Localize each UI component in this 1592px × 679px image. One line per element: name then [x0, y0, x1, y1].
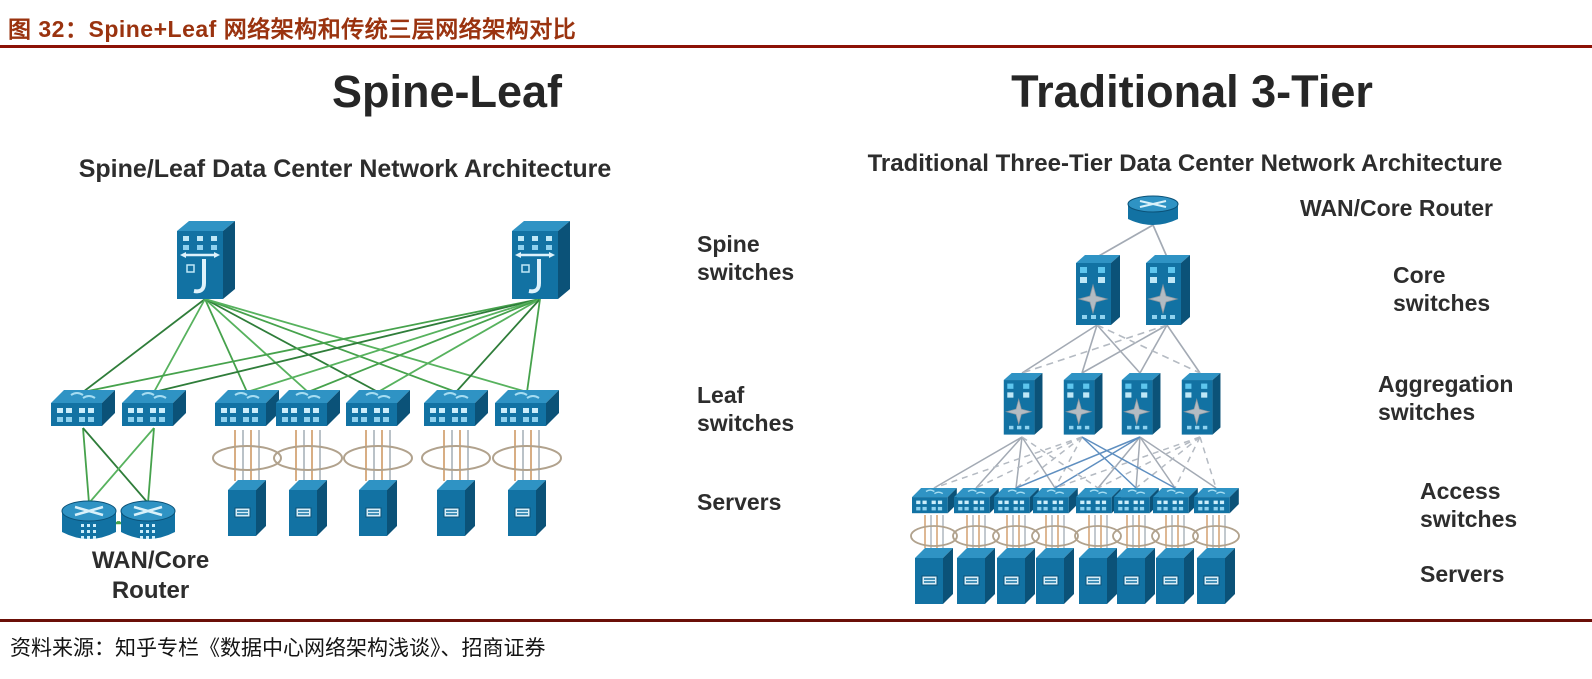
leaf-switch-icon: [423, 389, 489, 427]
right-panel-title: Traditional 3-Tier: [1011, 66, 1373, 117]
wan-core-links: [1096, 224, 1168, 258]
spine-leaf-links: [82, 298, 541, 393]
server-icon: [507, 479, 547, 537]
link-bundle-ellipse: [212, 445, 282, 471]
leaf-switch-icon: [494, 389, 560, 427]
server-icon: [436, 479, 476, 537]
spine-switch-icon: [510, 219, 572, 301]
aggregation-switch-icon: [1181, 372, 1221, 436]
left-label-wan-core-router: WAN/Core Router: [91, 547, 210, 604]
leaf-switch-icon: [275, 389, 341, 427]
wan-core-router-icon: [119, 499, 177, 541]
title-underline: [0, 45, 1592, 48]
access-switch-icon: [911, 487, 958, 514]
access-switch-icon: [1152, 487, 1199, 514]
right-label-aggregation-switches: Aggregation switches: [1378, 371, 1514, 426]
link-bundle-ellipse: [1074, 525, 1122, 547]
server-icon: [996, 547, 1036, 605]
aggregation-switch-icon: [1121, 372, 1161, 436]
server-icon: [1078, 547, 1118, 605]
access-switch-icon: [993, 487, 1040, 514]
right-label-core-switches: Core switches: [1393, 262, 1491, 317]
link-bundle-ellipse: [343, 445, 413, 471]
server-icon: [914, 547, 954, 605]
core-switch-icon: [1075, 254, 1121, 326]
link-bundle-ellipse: [992, 525, 1040, 547]
right-label-wan-core-router: WAN/Core Router: [1300, 195, 1493, 221]
aggregation-switch-icon: [1003, 372, 1043, 436]
left-label-leaf-switches: Leaf switches: [697, 382, 795, 437]
link-bundle-ellipse: [910, 525, 958, 547]
three-tier-diagram: [910, 195, 1240, 605]
footer-rule: [0, 619, 1592, 622]
link-bundle-ellipse: [1031, 525, 1079, 547]
server-icon: [227, 479, 267, 537]
leaf-router-links: [82, 427, 155, 525]
left-panel-title: Spine-Leaf: [331, 66, 563, 117]
wan-core-router-icon: [1127, 195, 1179, 226]
agg-access-links: [933, 436, 1217, 489]
link-bundle-ellipse: [952, 525, 1000, 547]
right-panel-subtitle: Traditional Three-Tier Data Center Netwo…: [867, 150, 1503, 177]
leaf-switch-icon: [214, 389, 280, 427]
access-server-links: [910, 515, 1240, 548]
link-bundle-ellipse: [273, 445, 343, 471]
leaf-switch-icon: [345, 389, 411, 427]
server-icon: [1116, 547, 1156, 605]
right-label-access-switches: Access switches: [1420, 478, 1518, 533]
wan-core-router-icon: [60, 499, 118, 541]
left-panel-subtitle: Spine/Leaf Data Center Network Architect…: [78, 155, 612, 183]
spine-switch-icon: [175, 219, 237, 301]
leaf-server-links: [212, 430, 562, 481]
link-bundle-ellipse: [421, 445, 491, 471]
leaf-switch-icon: [50, 389, 116, 427]
core-switch-icon: [1145, 254, 1191, 326]
spine-leaf-diagram: [50, 219, 572, 541]
link-bundle-ellipse: [1112, 525, 1160, 547]
access-switch-icon: [1193, 487, 1240, 514]
access-switch-icon: [953, 487, 1000, 514]
server-icon: [956, 547, 996, 605]
server-icon: [288, 479, 328, 537]
link-bundle-ellipse: [1192, 525, 1240, 547]
access-switch-icon: [1113, 487, 1160, 514]
server-icon: [1155, 547, 1195, 605]
link-bundle-ellipse: [492, 445, 562, 471]
right-label-servers: Servers: [1420, 561, 1505, 587]
leaf-switch-icon: [121, 389, 187, 427]
server-icon: [1196, 547, 1236, 605]
core-agg-links: [1021, 324, 1201, 374]
source-note: 资料来源：知乎专栏《数据中心网络架构浅谈》、招商证券: [10, 636, 546, 660]
left-label-spine-switches: Spine switches: [697, 231, 795, 286]
access-switch-icon: [1032, 487, 1079, 514]
left-label-servers: Servers: [697, 489, 782, 515]
figure-title: 图 32：Spine+Leaf 网络架构和传统三层网络架构对比: [8, 16, 577, 42]
link-bundle-ellipse: [1151, 525, 1199, 547]
server-icon: [358, 479, 398, 537]
aggregation-switch-icon: [1063, 372, 1103, 436]
server-icon: [1035, 547, 1075, 605]
